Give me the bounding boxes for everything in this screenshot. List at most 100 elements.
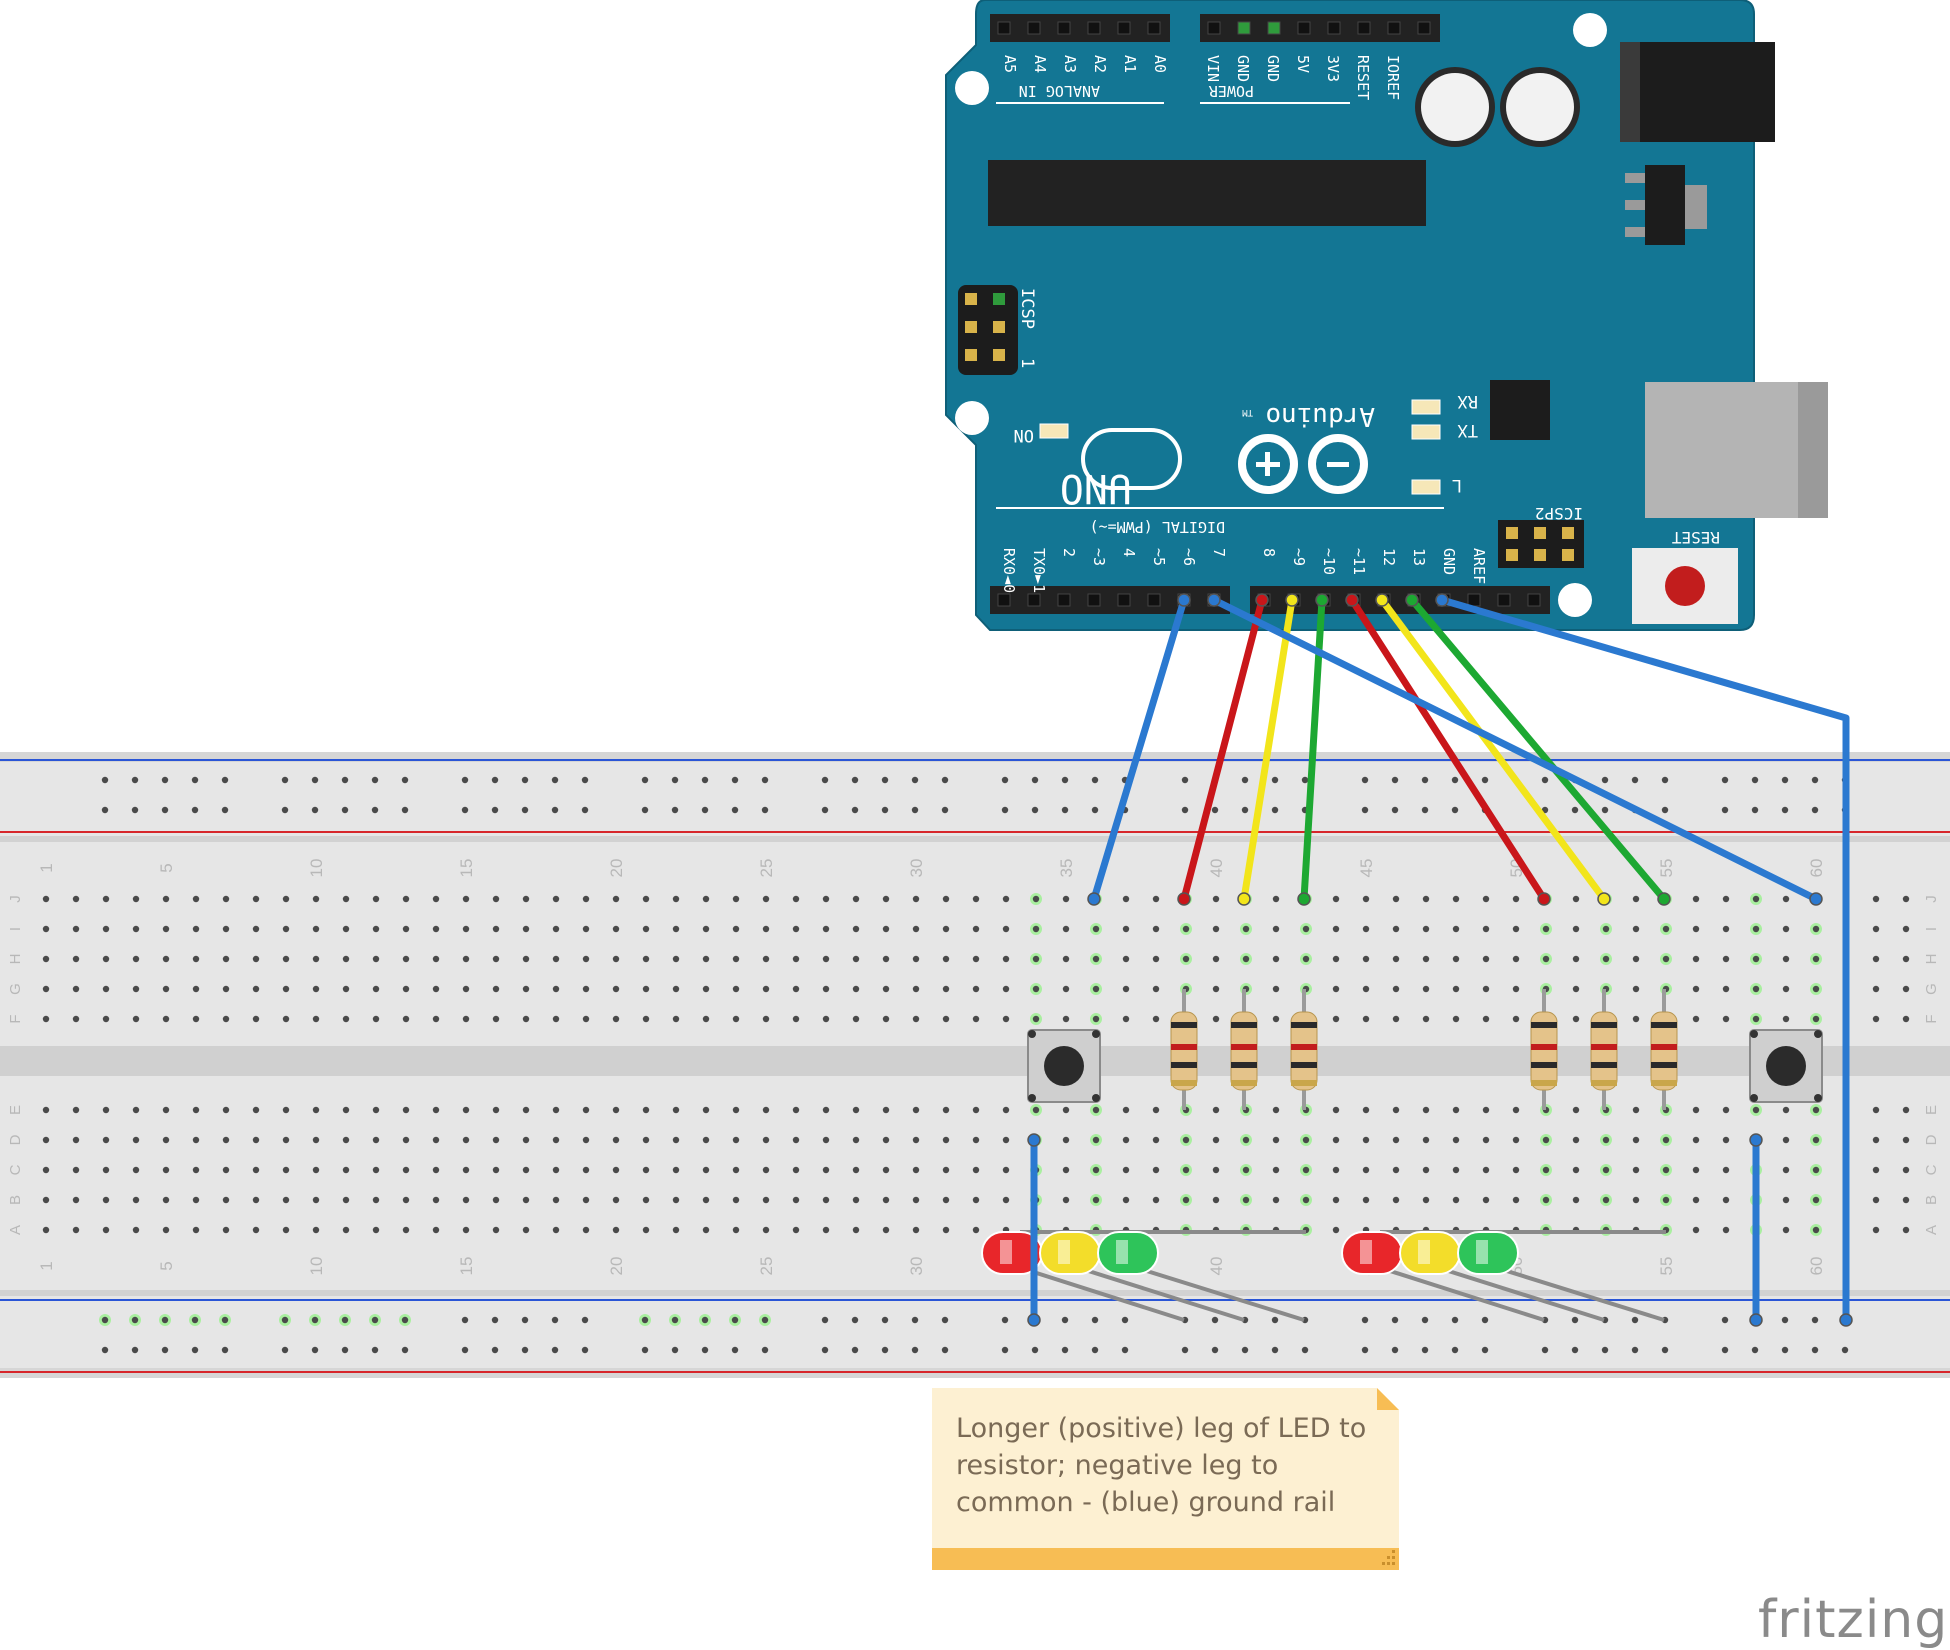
header-pin[interactable] xyxy=(1117,21,1131,35)
breadboard-hole xyxy=(312,955,320,963)
button-cap[interactable] xyxy=(1766,1046,1806,1086)
breadboard-hole xyxy=(1692,955,1700,963)
breadboard-hole xyxy=(522,1136,530,1144)
breadboard-hole xyxy=(1482,1166,1490,1174)
header-pin[interactable] xyxy=(1117,593,1131,607)
led-highlight xyxy=(1476,1240,1488,1264)
breadboard-hole xyxy=(521,776,529,784)
icsp-pin[interactable] xyxy=(965,293,977,305)
breadboard-hole xyxy=(161,1316,169,1324)
breadboard-hole xyxy=(162,1136,170,1144)
breadboard-hole xyxy=(731,776,739,784)
analog-pin-label: A4 xyxy=(1031,55,1049,73)
header-pin[interactable] xyxy=(1027,21,1041,35)
column-number-top: 55 xyxy=(1657,859,1676,878)
breadboard-hole xyxy=(312,925,320,933)
breadboard-hole xyxy=(702,955,710,963)
header-pin[interactable] xyxy=(1057,21,1071,35)
breadboard-hole xyxy=(1091,1316,1099,1324)
header-pin[interactable] xyxy=(1147,21,1161,35)
header-pin[interactable] xyxy=(1237,21,1251,35)
breadboard-hole xyxy=(551,1316,559,1324)
icsp2-pin[interactable] xyxy=(1534,527,1546,539)
note-resize-grip[interactable] xyxy=(1382,1550,1395,1565)
resistor-band xyxy=(1231,1062,1257,1068)
header-pin[interactable] xyxy=(1267,21,1281,35)
breadboard-hole xyxy=(1302,1166,1310,1174)
breadboard-hole xyxy=(252,1106,260,1114)
breadboard-hole xyxy=(1002,1106,1010,1114)
breadboard-hole xyxy=(342,955,350,963)
icsp-pin[interactable] xyxy=(965,321,977,333)
uno-badge xyxy=(1081,428,1182,490)
header-pin[interactable] xyxy=(1497,593,1511,607)
breadboard-hole xyxy=(582,1196,590,1204)
breadboard-hole xyxy=(1332,955,1340,963)
header-pin[interactable] xyxy=(1357,21,1371,35)
breadboard-hole xyxy=(1602,955,1610,963)
header-pin[interactable] xyxy=(1467,593,1481,607)
icsp2-pin[interactable] xyxy=(1534,549,1546,561)
trademark-label: TM xyxy=(1242,407,1253,417)
breadboard-hole xyxy=(342,1015,350,1023)
reset-button[interactable] xyxy=(1665,566,1705,606)
breadboard-hole xyxy=(1242,1136,1250,1144)
breadboard-hole xyxy=(162,925,170,933)
breadboard-hole xyxy=(702,1015,710,1023)
icsp-pin[interactable] xyxy=(993,293,1005,305)
icsp-pin[interactable] xyxy=(993,321,1005,333)
digital-pin-label: TX0►1 xyxy=(1030,548,1048,593)
header-pin[interactable] xyxy=(1087,593,1101,607)
header-pin[interactable] xyxy=(1417,21,1431,35)
wire-pin8-red[interactable] xyxy=(1180,596,1266,903)
digital-pin-label: ~5 xyxy=(1150,548,1168,566)
header-pin[interactable] xyxy=(997,593,1011,607)
header-pin[interactable] xyxy=(997,21,1011,35)
tx-label: TX xyxy=(1457,420,1478,440)
breadboard-hole xyxy=(342,1136,350,1144)
header-pin[interactable] xyxy=(1207,21,1221,35)
breadboard-hole xyxy=(672,1136,680,1144)
icsp2-pin[interactable] xyxy=(1562,549,1574,561)
button-cap[interactable] xyxy=(1044,1046,1084,1086)
icsp-pin[interactable] xyxy=(965,349,977,361)
icsp2-pin[interactable] xyxy=(1506,527,1518,539)
icsp2-pin[interactable] xyxy=(1506,549,1518,561)
header-pin[interactable] xyxy=(1057,593,1071,607)
breadboard-hole xyxy=(822,1106,830,1114)
header-pin[interactable] xyxy=(1147,593,1161,607)
led-highlight xyxy=(1418,1240,1430,1264)
column-number-bottom: 60 xyxy=(1807,1257,1826,1276)
wire-gnd-blue[interactable] xyxy=(1438,596,1850,1324)
header-pin[interactable] xyxy=(1087,21,1101,35)
wire-pin11-red[interactable] xyxy=(1348,596,1548,903)
breadboard-hole xyxy=(372,1015,380,1023)
wire-pin6-blue[interactable] xyxy=(1090,596,1188,903)
breadboard-hole xyxy=(312,1136,320,1144)
breadboard-hole xyxy=(701,806,709,814)
icsp2-pin[interactable] xyxy=(1562,527,1574,539)
breadboard-hole xyxy=(851,776,859,784)
wire-end xyxy=(1027,1313,1041,1327)
header-pin[interactable] xyxy=(1327,21,1341,35)
wire-pin7-blue[interactable] xyxy=(1210,596,1820,903)
header-pin[interactable] xyxy=(1027,593,1041,607)
led-highlight xyxy=(1360,1240,1372,1264)
header-pin[interactable] xyxy=(1297,21,1311,35)
breadboard-hole xyxy=(102,955,110,963)
breadboard-hole xyxy=(102,1015,110,1023)
breadboard-hole xyxy=(581,776,589,784)
breadboard-hole xyxy=(672,1106,680,1114)
breadboard-hole xyxy=(1422,895,1430,903)
atmega-chip xyxy=(988,160,1426,226)
wire-pin9-yellow[interactable] xyxy=(1240,596,1296,903)
breadboard-hole xyxy=(72,1166,80,1174)
breadboard-hole xyxy=(1032,1015,1040,1023)
breadboard-hole xyxy=(612,1015,620,1023)
wire-pin12-yellow[interactable] xyxy=(1378,596,1608,903)
icsp-pin[interactable] xyxy=(993,349,1005,361)
wire-pin13-green[interactable] xyxy=(1408,596,1668,903)
header-pin[interactable] xyxy=(1527,593,1541,607)
breadboard-hole xyxy=(1571,1346,1579,1354)
header-pin[interactable] xyxy=(1387,21,1401,35)
